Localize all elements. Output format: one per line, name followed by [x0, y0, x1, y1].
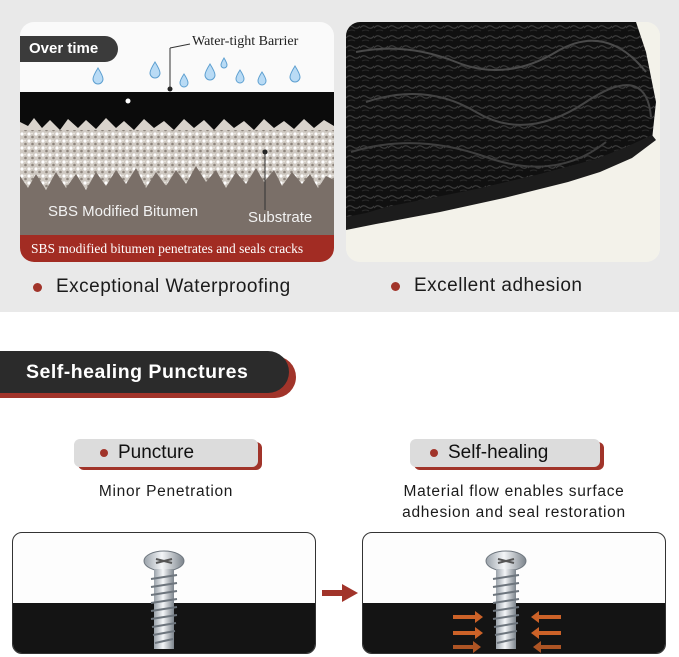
bullet-dot-icon	[391, 281, 400, 291]
material-flow-arrows	[453, 611, 561, 653]
screw-icon	[143, 550, 185, 649]
water-tight-barrier-layer	[20, 92, 334, 130]
water-drop-icon	[235, 69, 245, 84]
puncture-screw-panel	[12, 532, 316, 654]
flow-arrow-icon	[533, 641, 561, 653]
puncture-label: Puncture	[118, 442, 195, 463]
adhesion-photo	[346, 22, 660, 262]
water-drop-icon	[204, 63, 216, 81]
bitumen-tape-illustration	[346, 22, 660, 262]
bullet-dot-icon	[33, 282, 42, 292]
bullet-dot-icon	[100, 449, 108, 457]
waterproofing-diagram: Over time Water-tight Barrier SBS Modifi…	[20, 22, 334, 262]
self-healing-pill: Self-healing	[410, 439, 600, 467]
caption-waterproofing-text: Exceptional Waterproofing	[56, 276, 291, 297]
bullet-dot-icon	[430, 449, 438, 457]
flow-arrow-icon	[531, 627, 561, 639]
bitumen-texture	[20, 118, 334, 190]
flow-arrow-icon	[453, 641, 481, 653]
flow-arrow-icon	[531, 611, 561, 623]
sbs-modified-bitumen-label: SBS Modified Bitumen	[48, 203, 199, 220]
caption-waterproofing: Exceptional Waterproofing	[33, 276, 291, 298]
self-healing-label: Self-healing	[448, 442, 549, 463]
puncture-pill: Puncture	[74, 439, 258, 467]
caption-adhesion-text: Excellent adhesion	[414, 275, 583, 296]
water-drop-icon	[149, 61, 161, 79]
caption-adhesion: Excellent adhesion	[391, 275, 583, 297]
puncture-description: Minor Penetration	[98, 483, 234, 500]
flow-arrow-icon	[453, 627, 483, 639]
substrate-layer	[20, 118, 334, 236]
over-time-tag: Over time	[20, 36, 124, 68]
flow-arrow-icon	[453, 611, 483, 623]
water-tight-barrier-label: Water-tight Barrier	[192, 34, 299, 49]
water-drop-icon	[257, 71, 267, 86]
arrow-right-icon	[322, 584, 358, 602]
water-drop-icon	[92, 67, 104, 85]
water-drop-icon	[220, 57, 228, 69]
section-title: Self-healing Punctures	[0, 351, 289, 393]
water-drop-icon	[179, 73, 189, 88]
self-healing-screw-panel	[362, 532, 666, 654]
self-healing-description-line-2: adhesion and seal restoration	[402, 504, 626, 521]
water-drops	[92, 43, 301, 210]
self-healing-description-line-1: Material flow enables surface	[403, 483, 625, 500]
water-drop-icon	[289, 65, 301, 83]
screw-icon	[485, 550, 527, 649]
self-healing-description: Material flow enables surface adhesion a…	[364, 481, 664, 523]
substrate-label: Substrate	[248, 209, 313, 226]
penetration-banner: SBS modified bitumen penetrates and seal…	[20, 235, 334, 262]
